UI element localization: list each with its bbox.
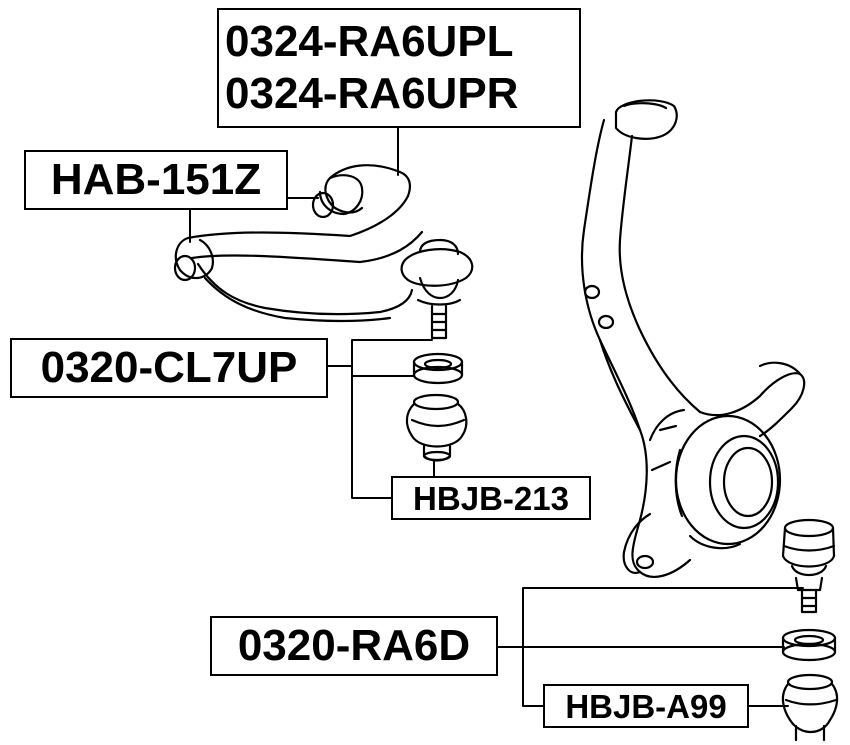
leader-ra6d-bracket <box>496 587 804 707</box>
lower-boot-part-label: HBJB-A99 <box>543 684 749 728</box>
upper-boot-part-label: HBJB-213 <box>391 476 591 520</box>
upper-control-arm-illustration <box>173 164 474 340</box>
steering-knuckle-illustration <box>580 99 806 578</box>
arm-bushing-part-label: HAB-151Z <box>24 150 288 210</box>
upper-boot-illustration <box>405 393 468 462</box>
upper-boot-part-number: HBJB-213 <box>413 479 569 517</box>
lower-ball-joint-illustration <box>781 518 836 614</box>
lower-seal-ring-illustration <box>781 628 837 662</box>
lower-ball-joint-part-number: 0320-RA6D <box>237 621 471 670</box>
lower-boot-part-number: HBJB-A99 <box>565 687 727 725</box>
hub-bearing-illustration <box>674 414 782 550</box>
upper-arm-right-part-number: 0324-RA6UPR <box>225 69 519 118</box>
leader-cl7up-bracket <box>326 339 433 499</box>
upper-arm-part-label: 0324-RA6UPL 0324-RA6UPR <box>217 8 581 128</box>
upper-seal-ring-illustration <box>412 352 464 385</box>
arm-bushing-part-number: HAB-151Z <box>50 155 262 204</box>
lower-boot-illustration <box>781 673 839 742</box>
lower-ball-joint-part-label: 0320-RA6D <box>210 616 498 676</box>
upper-ball-joint-part-number: 0320-CL7UP <box>40 343 298 392</box>
leader-lines <box>189 125 804 707</box>
upper-ball-joint-part-label: 0320-CL7UP <box>10 338 328 398</box>
upper-arm-left-part-number: 0324-RA6UPL <box>225 17 514 66</box>
